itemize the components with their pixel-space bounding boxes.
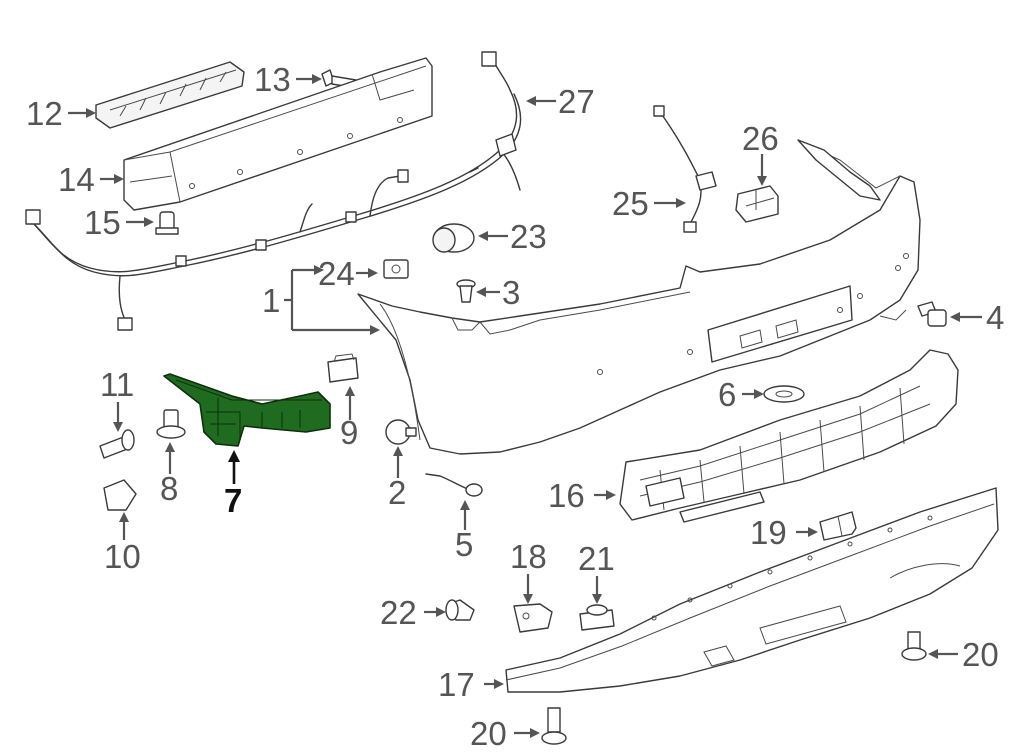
callout-19: 19 <box>750 514 787 551</box>
part-20-bolt-bottom[interactable] <box>541 707 567 745</box>
part-11-push-rivet[interactable] <box>99 429 135 459</box>
part-1-bumper-fascia[interactable] <box>357 139 921 455</box>
part-3-push-pin[interactable] <box>456 279 476 303</box>
part-26-clip[interactable] <box>735 185 779 223</box>
callout-5: 5 <box>455 526 473 563</box>
callout-18: 18 <box>510 538 547 575</box>
part-25-sensor-wire[interactable] <box>653 105 717 233</box>
part-7-bumper-bracket-highlighted[interactable] <box>163 373 331 447</box>
callout-23: 23 <box>510 218 547 255</box>
part-2-push-pin[interactable] <box>385 419 417 445</box>
callout-14: 14 <box>58 161 95 198</box>
part-5-strap[interactable] <box>425 473 483 497</box>
leader-arrows <box>68 74 982 738</box>
callout-4: 4 <box>986 299 1004 336</box>
callout-24: 24 <box>318 255 355 292</box>
callout-13: 13 <box>254 61 291 98</box>
callout-25: 25 <box>612 185 649 222</box>
part-6-seal[interactable] <box>763 385 805 403</box>
part-19-bracket[interactable] <box>819 511 857 541</box>
callout-3: 3 <box>502 274 520 311</box>
part-15-bolt[interactable] <box>155 211 179 235</box>
callout-20-right: 20 <box>962 636 999 673</box>
part-17-lower-valance[interactable] <box>505 487 999 693</box>
callout-12: 12 <box>26 95 63 132</box>
part-10-nut[interactable] <box>103 479 137 511</box>
callout-20-bottom: 20 <box>470 715 507 752</box>
callout-22: 22 <box>380 594 417 631</box>
callout-labels: 12 13 14 15 27 26 25 23 24 3 1 4 6 16 19… <box>26 61 1004 752</box>
part-22-bolt[interactable] <box>445 599 475 621</box>
part-27-wiring-harness[interactable] <box>25 51 522 331</box>
callout-11: 11 <box>100 366 134 403</box>
part-12-bumper-bracket[interactable] <box>95 61 245 129</box>
callout-2: 2 <box>388 474 406 511</box>
callout-8: 8 <box>160 470 178 507</box>
callout-7-highlighted: 7 <box>224 482 242 519</box>
callout-6: 6 <box>718 376 736 413</box>
part-21-nut[interactable] <box>579 604 615 631</box>
callout-1: 1 <box>262 282 280 319</box>
callout-15: 15 <box>84 204 121 241</box>
part-24-clip[interactable] <box>383 259 409 279</box>
callout-27: 27 <box>558 83 595 120</box>
part-16-energy-absorber[interactable] <box>619 349 959 523</box>
callout-17: 17 <box>438 666 475 703</box>
callout-21: 21 <box>578 540 615 577</box>
part-18-bracket[interactable] <box>513 603 553 633</box>
callout-26: 26 <box>742 120 779 157</box>
callout-9: 9 <box>340 414 358 451</box>
part-20-bolt-right[interactable] <box>901 631 927 661</box>
callout-10: 10 <box>104 538 141 575</box>
callout-16: 16 <box>548 477 585 514</box>
part-4-bolt[interactable] <box>917 301 947 327</box>
part-23-sensor-retainer[interactable] <box>432 223 475 253</box>
part-14-impact-bar[interactable] <box>123 57 433 211</box>
part-8-bolt[interactable] <box>156 409 186 439</box>
part-9-clip[interactable] <box>327 353 359 383</box>
